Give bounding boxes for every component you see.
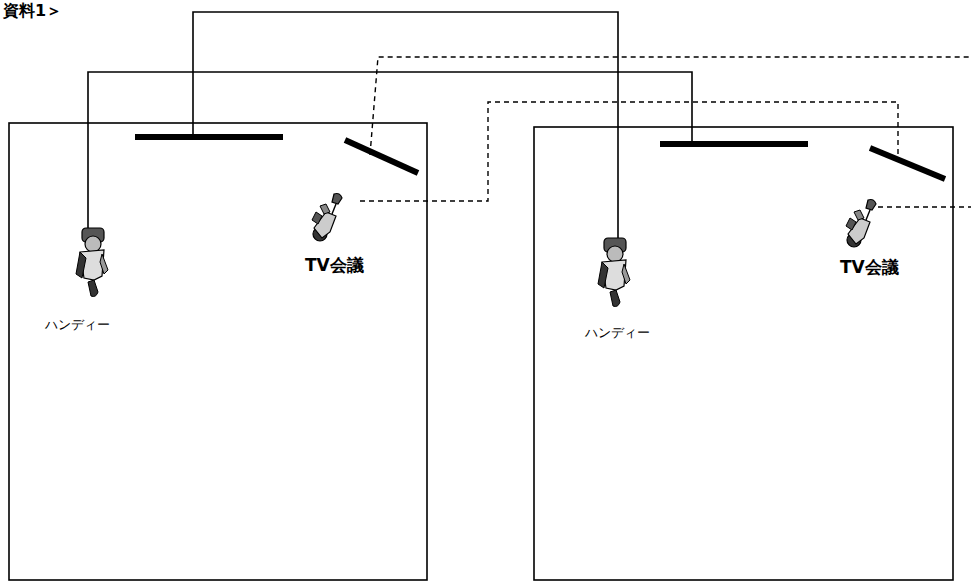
person-label: ハンディー [585, 326, 650, 341]
monitor-bar [135, 134, 283, 140]
document-label: 資料1＞ [3, 1, 62, 22]
camera-operator: ハンディー [582, 236, 662, 348]
tv-wire [878, 206, 971, 207]
monitor-bar [870, 148, 945, 179]
monitor-bar [345, 140, 418, 173]
video-wire [88, 72, 692, 230]
camera-operator: ハンディー [42, 226, 122, 338]
tv-wire [360, 102, 898, 201]
camera-operator: TV会議 [300, 190, 396, 282]
tv-wire [370, 57, 971, 155]
person-label: ハンディー [45, 318, 110, 333]
room-outline [9, 123, 427, 580]
person-icon [840, 196, 892, 254]
person-icon [306, 190, 358, 248]
room-outline [534, 127, 953, 580]
person-icon [74, 226, 114, 300]
camera-operator: TV会議 [836, 196, 940, 286]
person-label: TV会議 [840, 258, 899, 278]
monitor-bar [660, 141, 808, 147]
person-icon [596, 236, 636, 310]
video-wire [193, 12, 618, 246]
person-label: TV会議 [305, 256, 364, 276]
